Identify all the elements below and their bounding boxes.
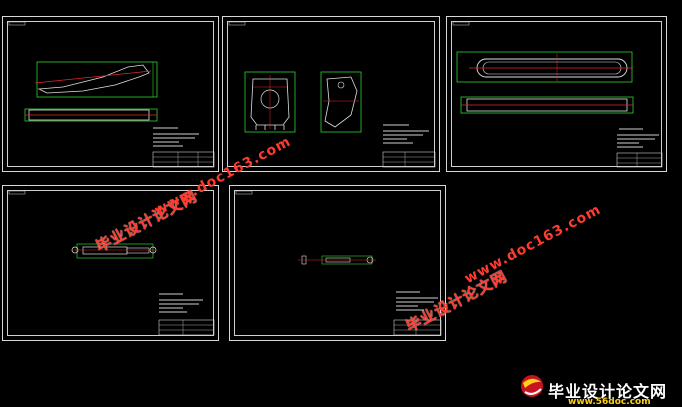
drawing-sheet-4[interactable] [2, 185, 219, 341]
drawing-sheet-1[interactable] [2, 16, 219, 172]
rod-drawing [235, 190, 442, 336]
site-logo-icon [521, 375, 543, 397]
sheet-inner-frame [7, 190, 214, 336]
bucket-drawing [228, 21, 436, 168]
watermark-url-2: www.doc163.com [462, 201, 604, 288]
sheet-inner-frame [7, 21, 214, 167]
drawing-sheet-5[interactable] [229, 185, 446, 341]
site-logo-url: www.56doc.com [568, 397, 651, 407]
arm-drawing [452, 21, 663, 168]
boom-drawing [8, 21, 215, 168]
sheet-inner-frame [234, 190, 441, 336]
sheet-inner-frame [227, 21, 435, 167]
drawing-sheet-3[interactable] [446, 16, 667, 172]
site-logo-text: 毕业设计论文网 [548, 382, 668, 401]
drawing-sheet-2[interactable] [222, 16, 440, 172]
sheet-inner-frame [451, 21, 662, 167]
cylinder-drawing [8, 190, 215, 336]
